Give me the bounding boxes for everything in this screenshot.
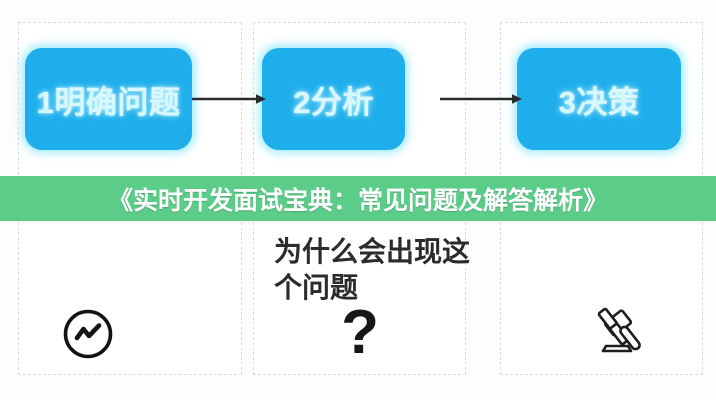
gavel-icon (597, 307, 641, 353)
step-box-3-label: 3决策 (558, 84, 640, 120)
step-box-1-label: 1明确问题 (36, 84, 181, 120)
activity-circle-icon-slot (60, 306, 116, 362)
gavel-icon-slot (588, 302, 654, 364)
arrow-right-icon (440, 94, 522, 104)
step-box-1[interactable]: 1明确问题 (25, 48, 192, 150)
step-box-2-label: 2分析 (293, 84, 374, 120)
question-mark-icon-slot: ? (330, 300, 390, 366)
step-box-2[interactable]: 2分析 (262, 48, 405, 150)
arrow-right-icon (192, 94, 266, 104)
question-mark-icon: ? (341, 298, 379, 367)
step-box-3[interactable]: 3决策 (517, 48, 681, 150)
activity-circle-icon (63, 309, 113, 359)
flow-column-2-question-text: 为什么会出现这个问题 (274, 236, 471, 303)
title-banner-text: 《实时开发面试宝典：常见问题及解答解析》 (107, 186, 608, 215)
title-banner: 《实时开发面试宝典：常见问题及解答解析》 (0, 176, 716, 221)
